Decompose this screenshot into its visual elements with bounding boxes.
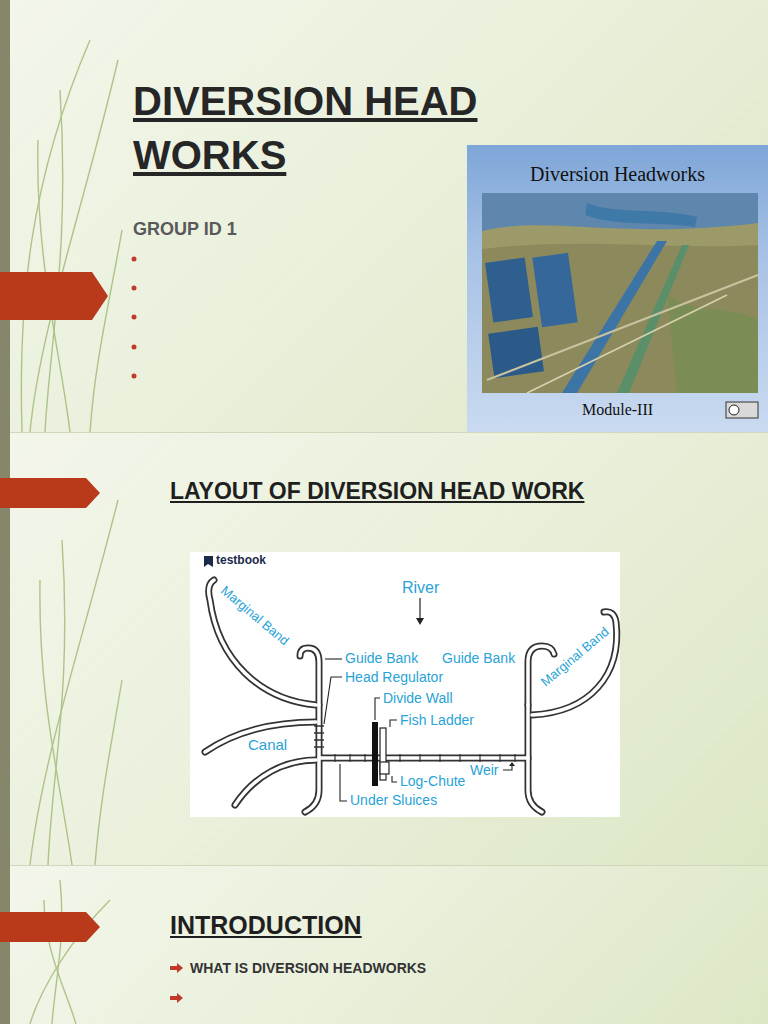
part-label: Divide Wall	[383, 690, 453, 707]
bullet-dots	[132, 257, 137, 379]
part-label: Guide Bank	[442, 650, 515, 667]
photo-part	[585, 203, 697, 227]
part-label: Under Sluices	[350, 792, 437, 809]
red-tab	[0, 912, 100, 942]
photo-part	[482, 193, 758, 231]
part-label: Head Regulator	[345, 669, 443, 686]
photo-part	[488, 327, 544, 379]
picture-caption: Module-III	[582, 401, 653, 419]
photo-part	[532, 253, 577, 327]
banks-outline	[205, 580, 617, 812]
weir-ticks	[335, 754, 515, 762]
watermark: testbook	[216, 553, 266, 567]
photo-part	[482, 223, 758, 249]
photo-part	[667, 295, 758, 393]
log-chute	[380, 762, 389, 774]
picture-frame: Diversion HeadworksModule-III	[467, 145, 768, 432]
part-label: Log-Chute	[400, 773, 465, 790]
bullet-text: WHAT IS DIVERSION HEADWORKS	[190, 960, 426, 977]
red-tab	[0, 478, 100, 508]
part-label: River	[402, 578, 439, 597]
picture-heading: Diversion Headworks	[530, 163, 705, 186]
green-swirls	[21, 40, 122, 1024]
head-regulator-gates	[314, 726, 324, 747]
red-tab	[0, 272, 108, 320]
photo-part	[527, 295, 727, 393]
slide-separator	[0, 865, 768, 866]
photo-part	[485, 258, 533, 323]
leader-lines	[324, 659, 512, 801]
photo-part	[729, 405, 739, 415]
slide-heading: INTRODUCTION	[170, 910, 362, 940]
river-arrow	[416, 598, 424, 625]
testbook-logo	[204, 556, 213, 567]
slide-background	[0, 866, 768, 1024]
aerial-photo	[467, 145, 768, 432]
photo-part	[487, 275, 758, 380]
part-label: Guide Bank	[345, 650, 418, 667]
part-label: Weir	[470, 762, 499, 779]
left-stripe	[0, 0, 10, 1024]
group-id: GROUP ID 1	[133, 219, 237, 241]
diagram-panel	[190, 552, 620, 817]
bullet-arrows	[170, 963, 183, 1003]
slide-heading: LAYOUT OF DIVERSION HEAD WORK	[170, 478, 584, 506]
part-label: Canal	[248, 736, 287, 754]
part-label: Fish Ladder	[400, 712, 474, 729]
photo-part	[726, 402, 758, 418]
photo-part	[482, 193, 758, 393]
weir-pointer	[509, 762, 515, 766]
slide-separator	[0, 432, 768, 433]
divide-wall	[372, 722, 378, 786]
